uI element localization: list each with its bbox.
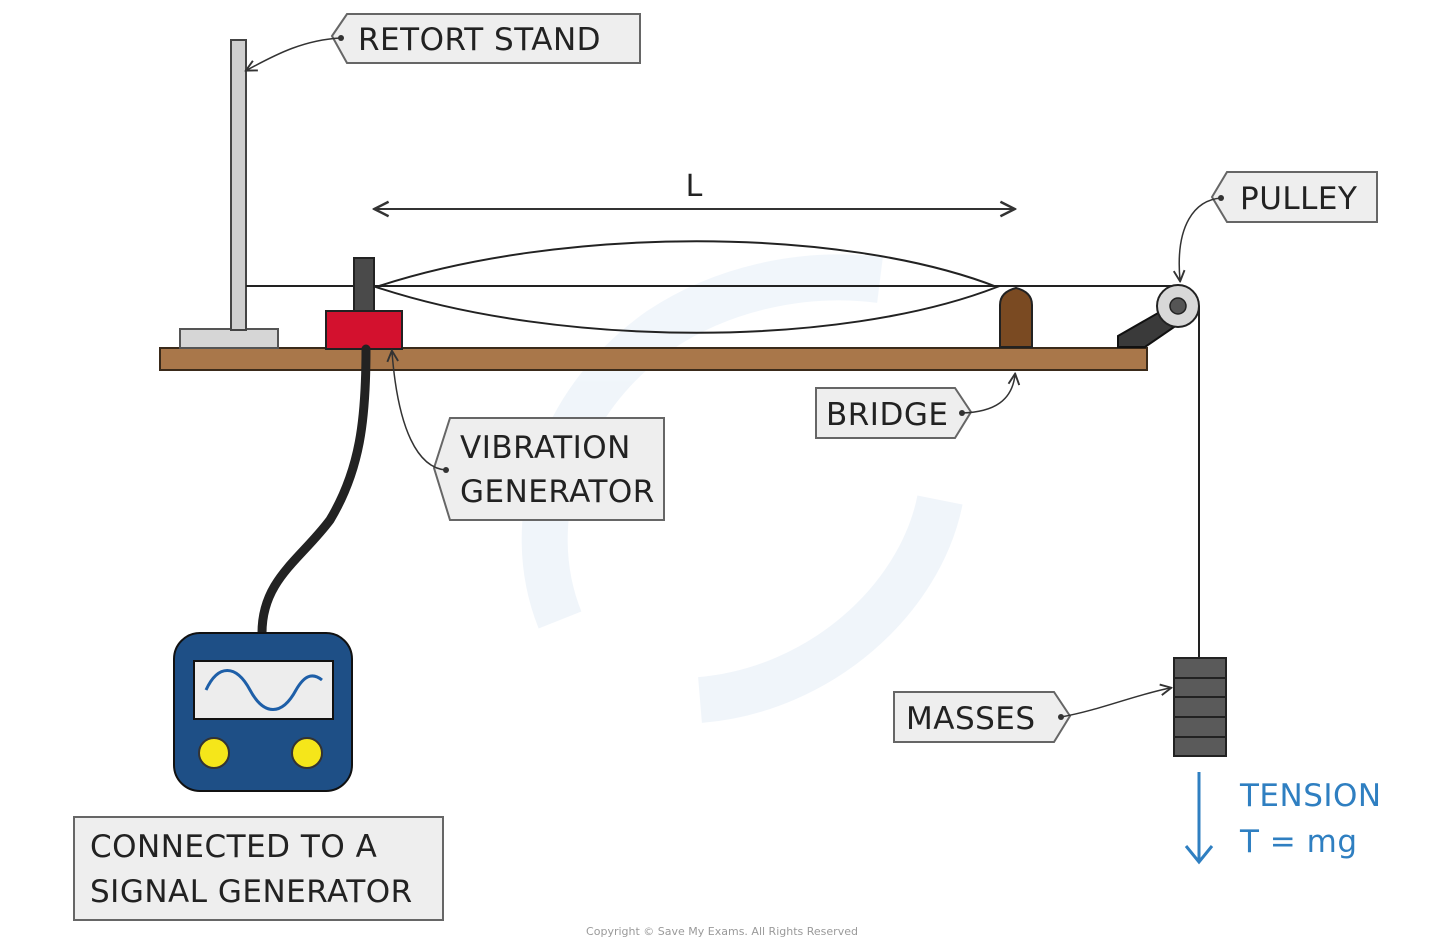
- svg-text:MASSES: MASSES: [906, 701, 1036, 737]
- svg-text:GENERATOR: GENERATOR: [460, 474, 655, 510]
- signal-generator: [173, 632, 353, 792]
- vibration-generator-tag: VIBRATION GENERATOR: [392, 352, 665, 521]
- right-knob: [291, 737, 323, 769]
- signal-cable: [257, 344, 371, 638]
- tension-formula: T = mg: [1239, 824, 1358, 860]
- length-label: L: [686, 169, 703, 204]
- watermark: [521, 254, 963, 723]
- standing-wave-loop: [372, 240, 1000, 334]
- bridge-tag: BRIDGE: [815, 375, 1015, 439]
- svg-text:CONNECTED TO A: CONNECTED TO A: [90, 829, 377, 865]
- svg-text:SIGNAL GENERATOR: SIGNAL GENERATOR: [90, 874, 413, 910]
- bridge-pointer: [961, 375, 1015, 414]
- vibration-generator: [325, 257, 403, 350]
- svg-text:VIBRATION: VIBRATION: [460, 430, 631, 466]
- pulley: [1117, 284, 1200, 348]
- pulley-pointer: [1179, 197, 1222, 280]
- signal-generator-note: CONNECTED TO A SIGNAL GENERATOR: [73, 816, 444, 921]
- svg-text:PULLEY: PULLEY: [1240, 181, 1357, 217]
- left-knob: [198, 737, 230, 769]
- masses-tag: MASSES: [893, 688, 1170, 743]
- svg-text:RETORT STAND: RETORT STAND: [358, 22, 601, 58]
- retort-stand-pointer: [247, 37, 342, 70]
- masses-stack: [1173, 657, 1227, 757]
- sine-wave-icon: [204, 669, 323, 711]
- bridge: [999, 286, 1033, 348]
- pulley-tag: PULLEY: [1179, 171, 1378, 280]
- tension-label: TENSION: [1239, 778, 1382, 814]
- vibration-generator-pointer: [392, 352, 447, 471]
- retort-stand: [179, 39, 279, 349]
- tension-indicator: TENSION T = mg: [1184, 772, 1382, 865]
- svg-text:BRIDGE: BRIDGE: [826, 397, 948, 433]
- bench-board: [159, 347, 1148, 371]
- copyright: Copyright © Save My Exams. All Rights Re…: [586, 925, 858, 938]
- masses-pointer: [1060, 688, 1170, 718]
- retort-stand-tag: RETORT STAND: [247, 13, 641, 70]
